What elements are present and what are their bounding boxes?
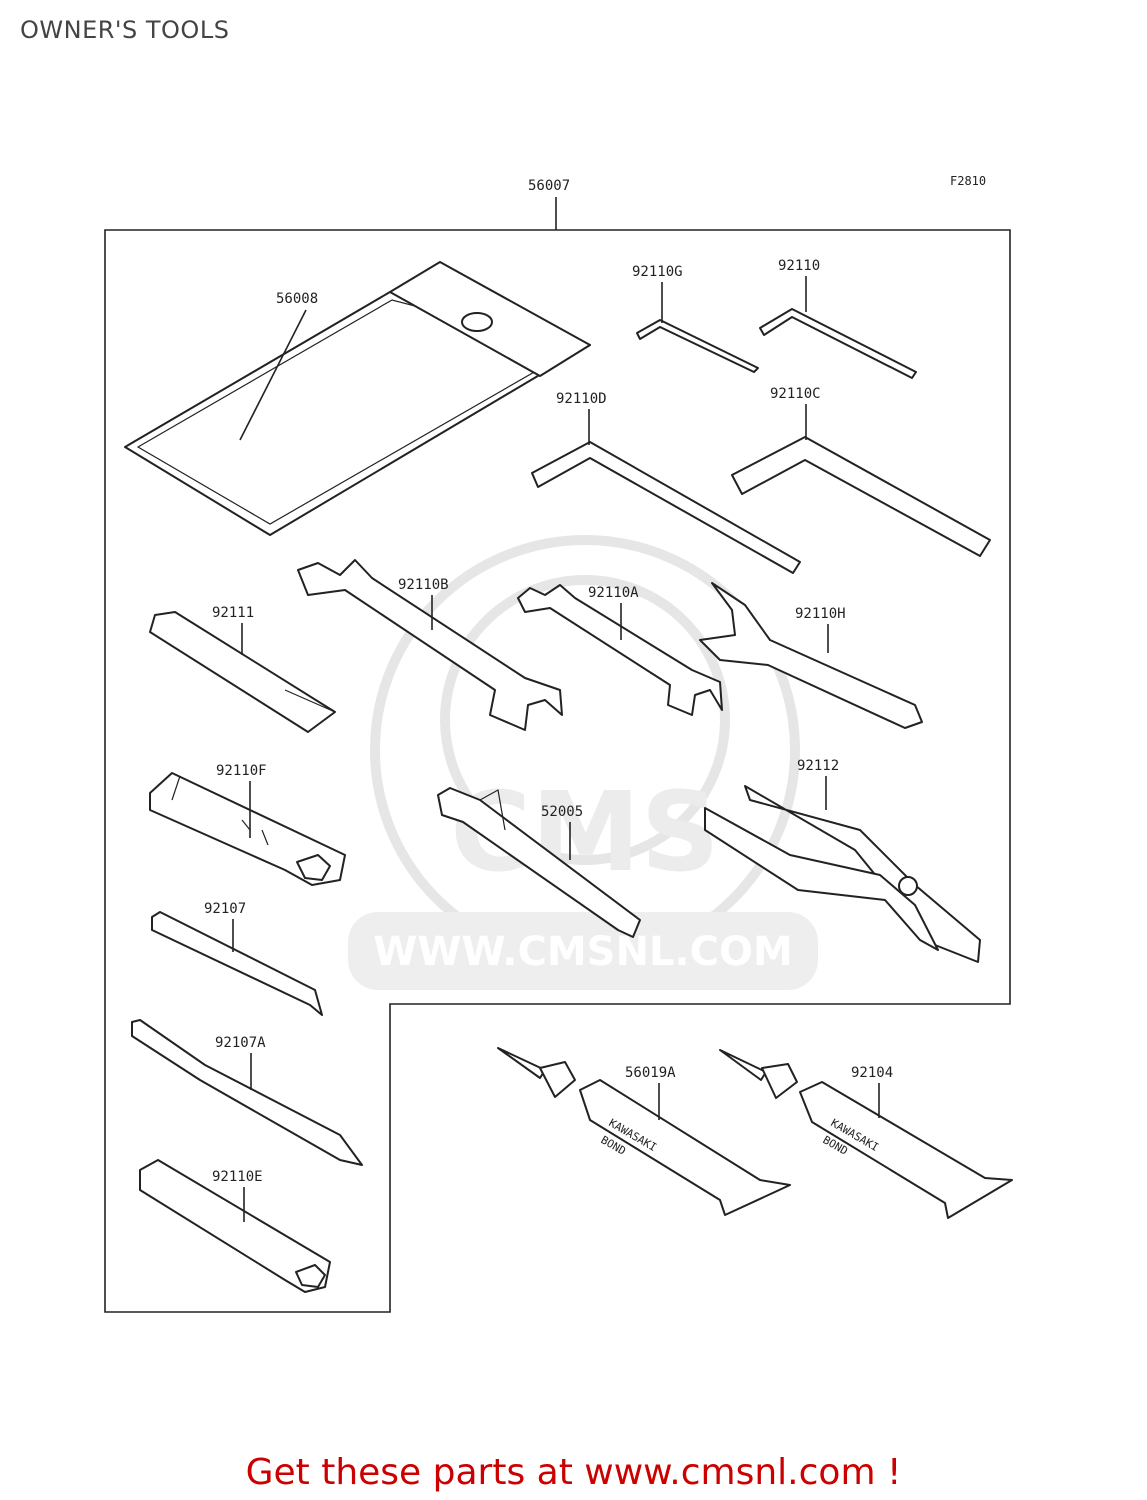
label-92110c: 92110C — [770, 386, 821, 402]
footer-suffix: ! — [875, 1452, 902, 1493]
footer-link[interactable]: www.cmsnl.com — [584, 1452, 876, 1493]
pliers-92112 — [704, 785, 981, 963]
label-92107: 92107 — [204, 901, 246, 917]
label-52005: 52005 — [541, 804, 583, 820]
tire-gauge-52005 — [437, 787, 641, 938]
page-title: OWNER'S TOOLS — [20, 16, 230, 44]
label-56008: 56008 — [276, 291, 318, 307]
label-92110b: 92110B — [398, 577, 449, 593]
tool-bag — [124, 261, 591, 536]
hex-key-92110d — [531, 441, 801, 574]
hex-key-92110 — [759, 308, 917, 379]
watermark-url: WWW.CMSNL.COM — [373, 929, 793, 975]
figure-code: F2810 — [950, 174, 986, 188]
label-92110f: 92110F — [216, 763, 267, 779]
footer-cta: Get these parts at www.cmsnl.com ! — [0, 1452, 1147, 1493]
plug-wrench-92110f — [149, 772, 346, 886]
label-92110g: 92110G — [632, 264, 683, 280]
socket-wrench-92110e — [139, 1159, 331, 1293]
label-92111: 92111 — [212, 605, 254, 621]
screwdriver-bit-92107 — [151, 911, 323, 1016]
open-wrench-92110b — [297, 559, 563, 731]
label-92110h: 92110H — [795, 606, 846, 622]
spanner-92110h — [699, 582, 923, 729]
label-92112: 92112 — [797, 758, 839, 774]
open-wrench-92110a — [517, 584, 723, 716]
label-56007: 56007 — [528, 178, 570, 194]
screwdriver-92107a — [131, 1019, 363, 1166]
extension-bar-92111 — [149, 611, 336, 733]
kit-frame — [104, 229, 1011, 1313]
label-56019a: 56019A — [625, 1065, 676, 1081]
label-92110e: 92110E — [212, 1169, 263, 1185]
hex-key-92110g — [636, 319, 759, 373]
bond-tube-92104: KAWASAKI BOND — [719, 1049, 1013, 1219]
label-92104: 92104 — [851, 1065, 893, 1081]
label-92107a: 92107A — [215, 1035, 266, 1051]
label-92110a: 92110A — [588, 585, 639, 601]
footer-prefix: Get these parts at — [245, 1452, 585, 1493]
label-92110d: 92110D — [556, 391, 607, 407]
hex-key-92110c — [731, 436, 991, 557]
label-92110: 92110 — [778, 258, 820, 274]
